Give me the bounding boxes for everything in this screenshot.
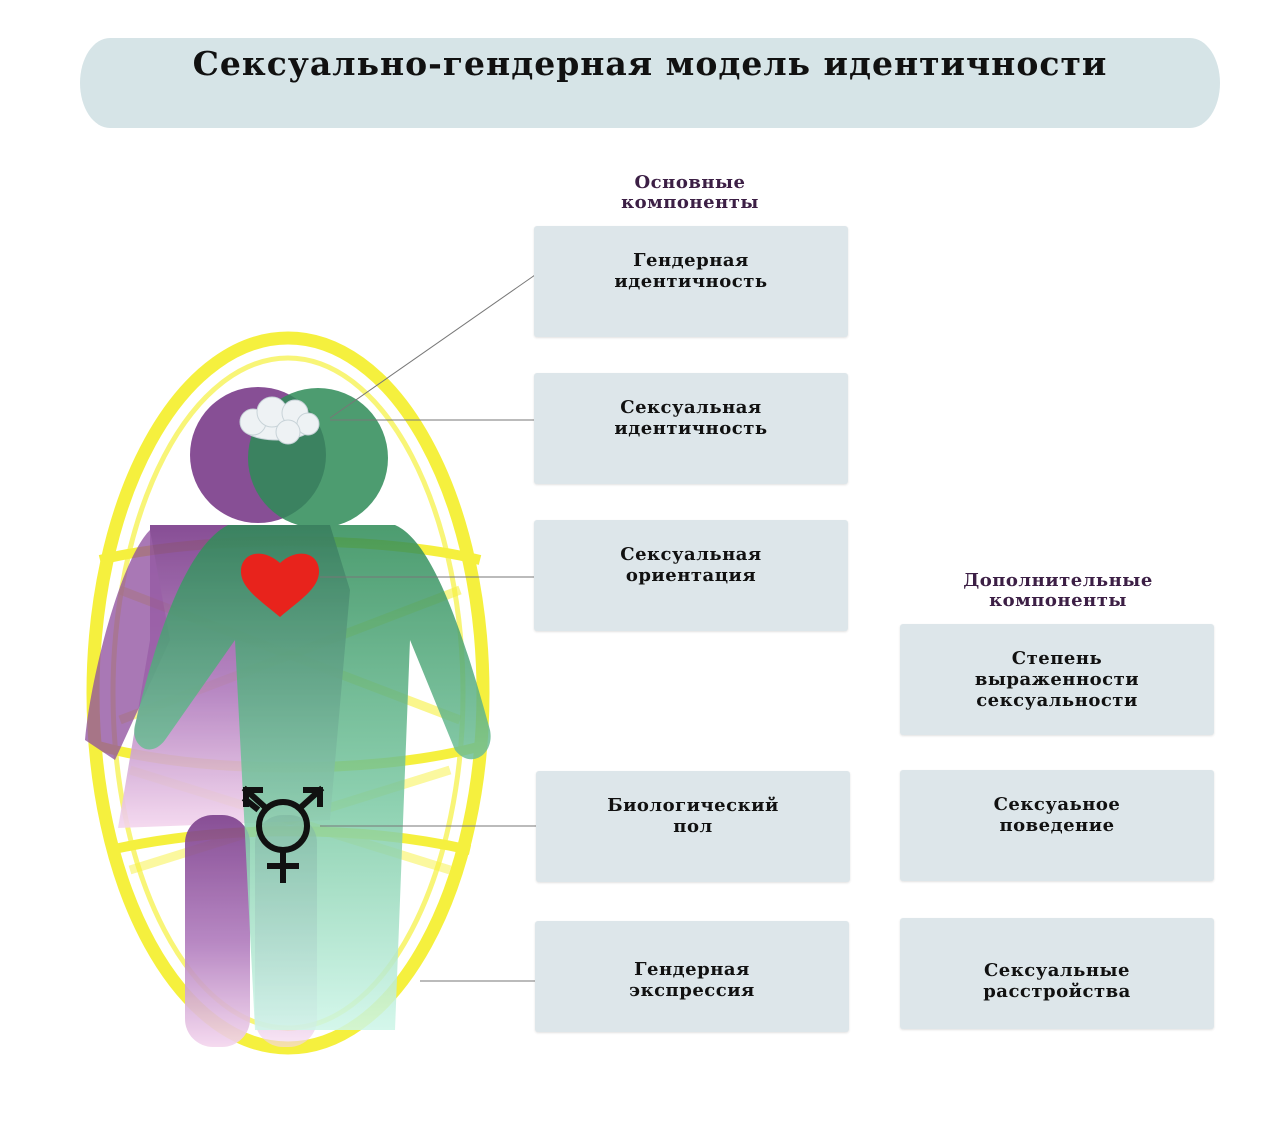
- box-gender-identity: Гендерная идентичность: [534, 226, 848, 337]
- additional-components-heading: Дополнительные компоненты: [963, 570, 1153, 611]
- box-sexual-behavior: Сексуаьное поведение: [900, 770, 1214, 881]
- connector-lines: [320, 274, 538, 982]
- box-label: Биологический пол: [607, 795, 779, 837]
- page-title: Сексуально-гендерная модель идентичности: [192, 43, 1108, 83]
- box-label: Сексуальная ориентация: [620, 544, 762, 586]
- box-gender-expression: Гендерная экспрессия: [535, 921, 849, 1032]
- heart-icon: [240, 553, 320, 617]
- box-sexual-disorders: Сексуальные расстройства: [900, 918, 1214, 1029]
- box-label: Сексуаьное поведение: [993, 794, 1121, 836]
- title-banner: Сексуально-гендерная модель идентичности: [80, 38, 1220, 128]
- box-label: Сексуальные расстройства: [983, 960, 1131, 1002]
- box-label: Гендерная идентичность: [614, 250, 768, 292]
- box-label: Гендерная экспрессия: [629, 959, 755, 1001]
- transgender-symbol-icon: [241, 785, 325, 883]
- box-label: Сексуальная идентичность: [614, 397, 768, 439]
- box-biological-sex: Биологический пол: [536, 771, 850, 882]
- box-sexual-orientation: Сексуальная ориентация: [534, 520, 848, 631]
- box-label: Степень выраженности сексуальности: [974, 648, 1140, 711]
- box-sexuality-degree: Степень выраженности сексуальности: [900, 624, 1214, 735]
- thought-cloud-icon: [239, 396, 320, 445]
- main-components-heading: Основные компоненты: [621, 172, 759, 213]
- box-sexual-identity: Сексуальная идентичность: [534, 373, 848, 484]
